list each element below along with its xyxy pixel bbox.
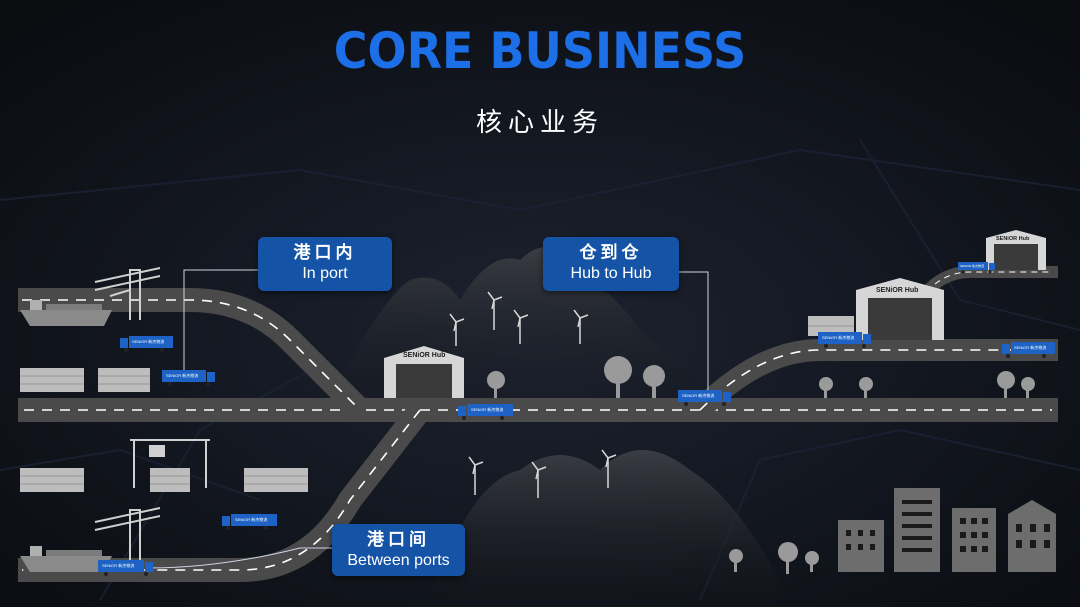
- svg-text:SENiOR 新杰物流: SENiOR 新杰物流: [682, 392, 714, 398]
- truck: SENiOR 新杰物流: [162, 370, 215, 386]
- tag-hub-to-hub: 仓到仓 Hub to Hub: [543, 237, 679, 291]
- svg-text:SENiOR 新杰物流: SENiOR 新杰物流: [1014, 344, 1046, 350]
- page-title: CORE BUSINESS: [333, 22, 747, 80]
- hub-right-label: SENiOR Hub: [876, 287, 918, 294]
- tag-in-port-zh: 港口内: [293, 243, 357, 263]
- truck: SENiOR 新杰物流: [958, 262, 995, 274]
- hub-far-right: SENiOR Hub: [986, 230, 1046, 270]
- gantry-crane: [130, 439, 210, 488]
- connector-lines: [147, 269, 709, 569]
- hub-center: SENiOR Hub: [384, 346, 464, 398]
- page-subtitle: 核心业务: [475, 108, 604, 138]
- svg-text:SENiOR 新杰物流: SENiOR 新杰物流: [166, 372, 198, 378]
- truck: SENiOR 新杰物流: [818, 332, 871, 348]
- truck: SENiOR 新杰物流: [98, 560, 153, 576]
- svg-text:SENiOR 新杰物流: SENiOR 新杰物流: [235, 516, 267, 522]
- tag-between-ports: 港口间 Between ports: [332, 524, 465, 576]
- tag-between-ports-en: Between ports: [347, 552, 450, 569]
- port-cranes: [94, 267, 161, 560]
- mountains-bottom: [430, 450, 790, 600]
- svg-text:SENiOR 新杰物流: SENiOR 新杰物流: [471, 406, 503, 412]
- tag-in-port: 港口内 In port: [258, 237, 392, 291]
- tag-between-ports-zh: 港口间: [367, 530, 430, 550]
- svg-text:SENiOR 新杰物流: SENiOR 新杰物流: [102, 562, 134, 568]
- svg-text:SENiOR 新杰物流: SENiOR 新杰物流: [960, 263, 984, 268]
- tag-in-port-en: In port: [302, 265, 348, 282]
- ships: [20, 300, 112, 572]
- tag-hub-to-hub-en: Hub to Hub: [570, 265, 652, 282]
- truck: SENiOR 新杰物流: [678, 390, 731, 406]
- truck: SENiOR 新杰物流: [1002, 342, 1055, 358]
- hub-center-label: SENiOR Hub: [403, 352, 445, 359]
- trees: [487, 356, 1035, 574]
- trucks: SENiOR 新杰物流 SENiOR 新杰物流 SENiOR 新杰物流 SENi…: [98, 262, 1055, 576]
- truck: SENiOR 新杰物流: [458, 404, 513, 420]
- hub-far-right-label: SENiOR Hub: [996, 236, 1030, 242]
- tag-hub-to-hub-zh: 仓到仓: [579, 243, 643, 263]
- hub-right: SENiOR Hub: [856, 278, 944, 340]
- wind-turbines: [449, 291, 617, 498]
- svg-text:SENiOR 新杰物流: SENiOR 新杰物流: [132, 338, 164, 344]
- truck: SENiOR 新杰物流: [120, 336, 173, 352]
- building-windows: [846, 500, 1050, 552]
- svg-text:SENiOR 新杰物流: SENiOR 新杰物流: [822, 334, 854, 340]
- truck: SENiOR 新杰物流: [222, 514, 277, 530]
